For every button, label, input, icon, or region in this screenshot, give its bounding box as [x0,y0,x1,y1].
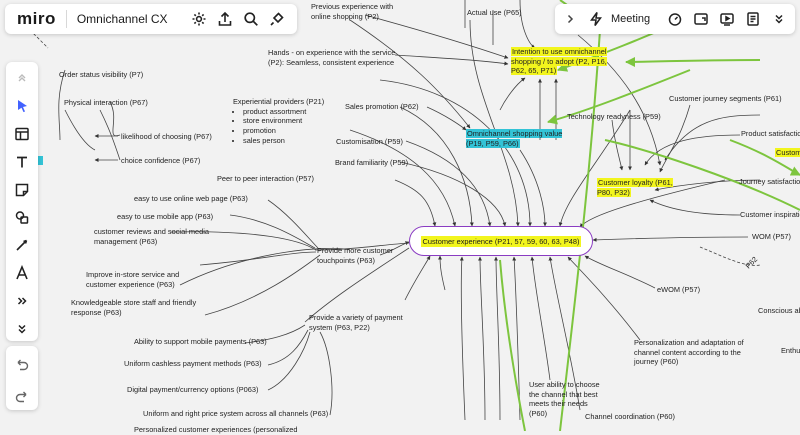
user-ability-node[interactable]: User ability to choose the channel that … [529,380,600,418]
divider [65,10,67,28]
staff-node[interactable]: Knowledgeable store staff and friendly r… [71,298,197,317]
customer-inspiration-node[interactable]: Customer inspiration [740,210,800,219]
technology-readiness-node[interactable]: Technology readyness (P59) [567,112,661,121]
undo-icon[interactable] [10,352,34,376]
ewom-node[interactable]: eWOM (P57) [657,285,701,294]
customer-loyalty-node[interactable]: Customer loyalty (P61, P80, P32) [597,178,687,197]
brand-familiarity-node[interactable]: Brand familiarity (P59) [335,158,409,167]
collapse-icon[interactable] [10,317,34,341]
more-tools-icon[interactable] [10,289,34,313]
cursor-icon[interactable] [10,94,34,118]
chevron-right-icon[interactable] [559,8,581,30]
enthu-node-cut[interactable]: Enthu [781,346,800,355]
intention-node[interactable]: Intention to use omnichannel shopping / … [511,47,616,76]
custom-label: Custom [775,148,800,157]
experiential-providers-list: product assortment store environment pro… [233,107,324,146]
cut-off-highlight [38,156,43,165]
touchpoints-node[interactable]: Provide more customer touchpoints (P63) [317,246,394,265]
peer-interaction-node[interactable]: Peer to peer interaction (P57) [217,174,314,183]
hands-on-node[interactable]: Hands - on experience with the service (… [268,48,396,67]
actual-use-node[interactable]: Actual use (P65) [467,8,522,17]
sales-promotion-node[interactable]: Sales promotion (P62) [345,102,419,111]
customer-experience-node[interactable]: Customer experience (P21, 57, 59, 60, 63… [409,226,593,256]
choice-confidence-node[interactable]: choice confidence (P67) [121,156,201,165]
list-item: store environment [243,116,324,126]
physical-interaction-node[interactable]: Physical interaction (P67) [64,98,148,107]
timer-icon[interactable] [664,8,686,30]
left-toolbar [6,62,38,341]
share-upload-icon[interactable] [214,8,236,30]
journey-satisfaction-node[interactable]: Journey satisfaction [739,177,800,186]
personalization-node[interactable]: Personalization and adaptation of channe… [634,338,744,367]
digital-payment-node[interactable]: Digital payment/currency options (P063) [127,385,259,394]
meeting-button[interactable]: Meeting [611,13,651,25]
search-icon[interactable] [240,8,262,30]
instore-node[interactable]: Improve in-store service and customer ex… [86,270,180,289]
uniform-price-node[interactable]: Uniform and right price system across al… [143,409,329,418]
top-left-toolbar: miro Omnichannel CX [5,4,297,34]
mobile-payments-node[interactable]: Ability to support mobile payments (P63) [134,337,267,346]
customer-experience-label: Customer experience (P21, 57, 59, 60, 63… [420,235,582,247]
custom-node-cut[interactable]: Custom [775,148,800,158]
reviews-node[interactable]: customer reviews and social media manage… [94,227,210,246]
order-status-node[interactable]: Order status visibility (P7) [59,70,144,79]
shapes-icon[interactable] [10,206,34,230]
customer-loyalty-label: Customer loyalty (P61, P80, P32) [597,178,673,197]
undo-redo-panel [6,346,38,410]
chevron-up-icon[interactable] [10,66,34,90]
online-web-node[interactable]: easy to use online web page (P63) [134,194,248,203]
lightning-icon[interactable] [585,8,607,30]
lettering-icon[interactable] [10,261,34,285]
list-item: promotion [243,126,324,136]
journey-segments-node[interactable]: Customer journey segments (P61) [669,94,782,103]
integrations-plug-icon[interactable] [266,8,288,30]
cashless-node[interactable]: Uniform cashless payment methods (P63) [124,359,262,368]
omnichannel-value-node[interactable]: Omnichannel shopping value (P19, P59, P6… [466,129,566,148]
miro-logo[interactable]: miro [17,9,56,28]
board-title[interactable]: Omnichannel CX [76,12,168,26]
payment-variety-node[interactable]: Provide a variety of payment system (P63… [309,313,403,332]
intention-label: Intention to use omnichannel shopping / … [511,47,607,76]
channel-coordination-node[interactable]: Channel coordination (P60) [585,412,675,421]
pen-icon[interactable] [10,233,34,257]
likelihood-node[interactable]: likelihood of choosing (P67) [121,132,212,141]
redo-icon[interactable] [10,384,34,408]
experiential-providers-node[interactable]: Experiential providers (P21) product ass… [233,97,324,146]
double-chevron-down-icon[interactable] [768,8,790,30]
text-icon[interactable] [10,150,34,174]
list-item: sales person [243,136,324,146]
top-right-toolbar: Meeting [555,4,795,34]
omnichannel-value-label: Omnichannel shopping value (P19, P59, P6… [466,129,563,148]
conscious-node-cut[interactable]: Conscious ab [758,306,800,315]
prev-experience-node[interactable]: Previous experience with online shopping… [311,2,394,21]
present-icon[interactable] [690,8,712,30]
experiential-providers-title: Experiential providers (P21) [233,97,325,106]
list-item: product assortment [243,107,324,117]
play-screen-icon[interactable] [716,8,738,30]
wom-node[interactable]: WOM (P57) [752,232,792,241]
product-satisfaction-node[interactable]: Product satisfaction [741,129,800,138]
sticky-note-icon[interactable] [10,178,34,202]
personalized-experiences-node-cut[interactable]: Personalized customer experiences (perso… [134,425,298,434]
mobile-app-node[interactable]: easy to use mobile app (P63) [117,212,214,221]
settings-gear-icon[interactable] [188,8,210,30]
notes-icon[interactable] [742,8,764,30]
customisation-node[interactable]: Customisation (P59) [336,137,403,146]
table-icon[interactable] [10,122,34,146]
